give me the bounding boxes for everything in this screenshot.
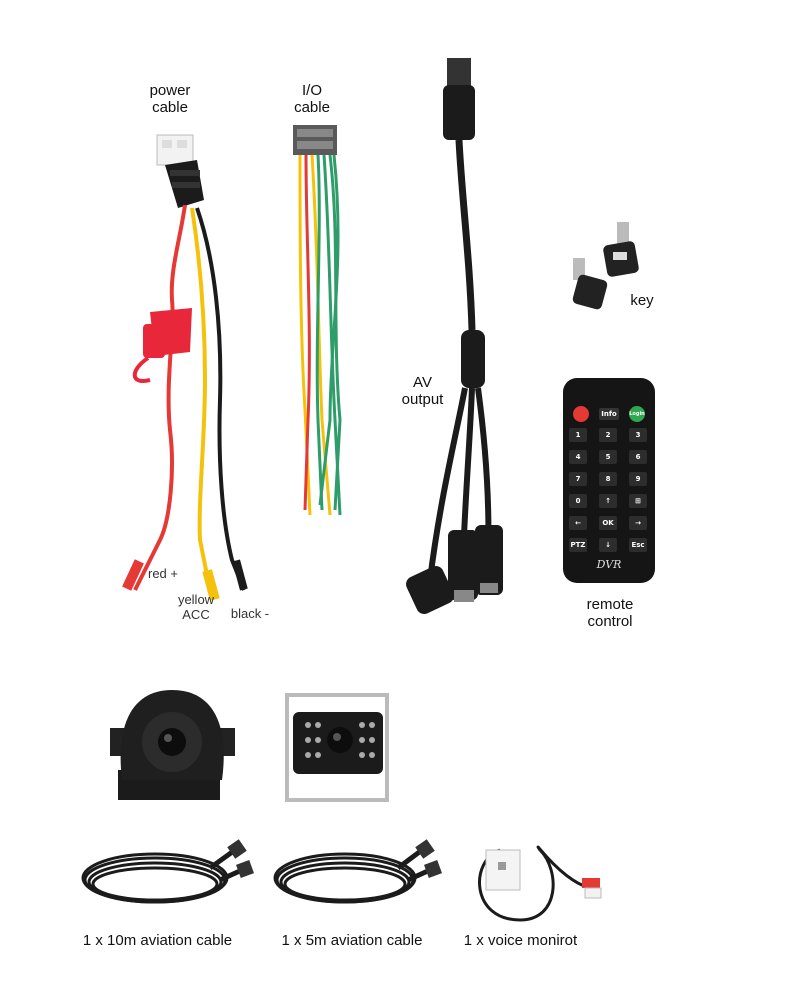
io-cable-image (293, 125, 342, 516)
remote-key: 2 (599, 428, 617, 442)
remote-key: 6 (629, 450, 647, 464)
keys-image (572, 222, 639, 310)
remote-login-key: Login (629, 406, 645, 422)
remote-key: 5 (599, 450, 617, 464)
remote-key: ↑ (599, 494, 617, 508)
remote-key: 3 (629, 428, 647, 442)
av-output-label-text: AV output (401, 374, 444, 408)
remote-key: 0 (569, 494, 587, 508)
box-camera-image (285, 693, 389, 802)
aviation-cable-10m-image (81, 839, 254, 904)
voice-monitor-image (478, 845, 602, 922)
black-wire-label: black - (230, 606, 270, 621)
remote-brand-label: DVR (596, 558, 622, 571)
remote-key: 9 (629, 472, 647, 486)
remote-key: OK (599, 516, 617, 530)
io-cable-label: I/O cable (272, 82, 352, 116)
key-label: key (630, 292, 654, 309)
yellow-wire-label-text: yellow ACC (177, 592, 215, 622)
io-cable-label-text: I/O cable (294, 82, 330, 116)
remote-key: ⊞ (629, 494, 647, 508)
remote-key: 7 (569, 472, 587, 486)
remote-control-label-text: remote control (586, 596, 634, 630)
remote-key: 8 (599, 472, 617, 486)
remote-key: ↓ (599, 538, 617, 552)
power-cable-image (122, 134, 248, 601)
red-wire-label: red + (148, 566, 178, 581)
power-cable-label-text: power cable (149, 82, 191, 116)
remote-key: ← (569, 516, 587, 530)
remote-control-label: remote control (565, 596, 655, 630)
caption-voice-monitor: 1 x voice monirot (463, 932, 578, 949)
aviation-cable-5m-image (273, 839, 442, 904)
remote-info-key: Info (599, 408, 619, 420)
remote-key: 4 (569, 450, 587, 464)
yellow-wire-label: yellow ACC (168, 592, 224, 622)
remote-power-button (573, 406, 589, 422)
av-output-cable-image (406, 58, 503, 614)
power-cable-label: power cable (130, 82, 210, 116)
remote-key: 1 (569, 428, 587, 442)
remote-key: Esc (629, 538, 647, 552)
remote-key: → (629, 516, 647, 530)
dome-camera-image (110, 690, 235, 800)
remote-key: PTZ (569, 538, 587, 552)
caption-10m-cable: 1 x 10m aviation cable (82, 932, 233, 949)
av-output-label: AV output (385, 374, 460, 408)
caption-5m-cable: 1 x 5m aviation cable (281, 932, 423, 949)
